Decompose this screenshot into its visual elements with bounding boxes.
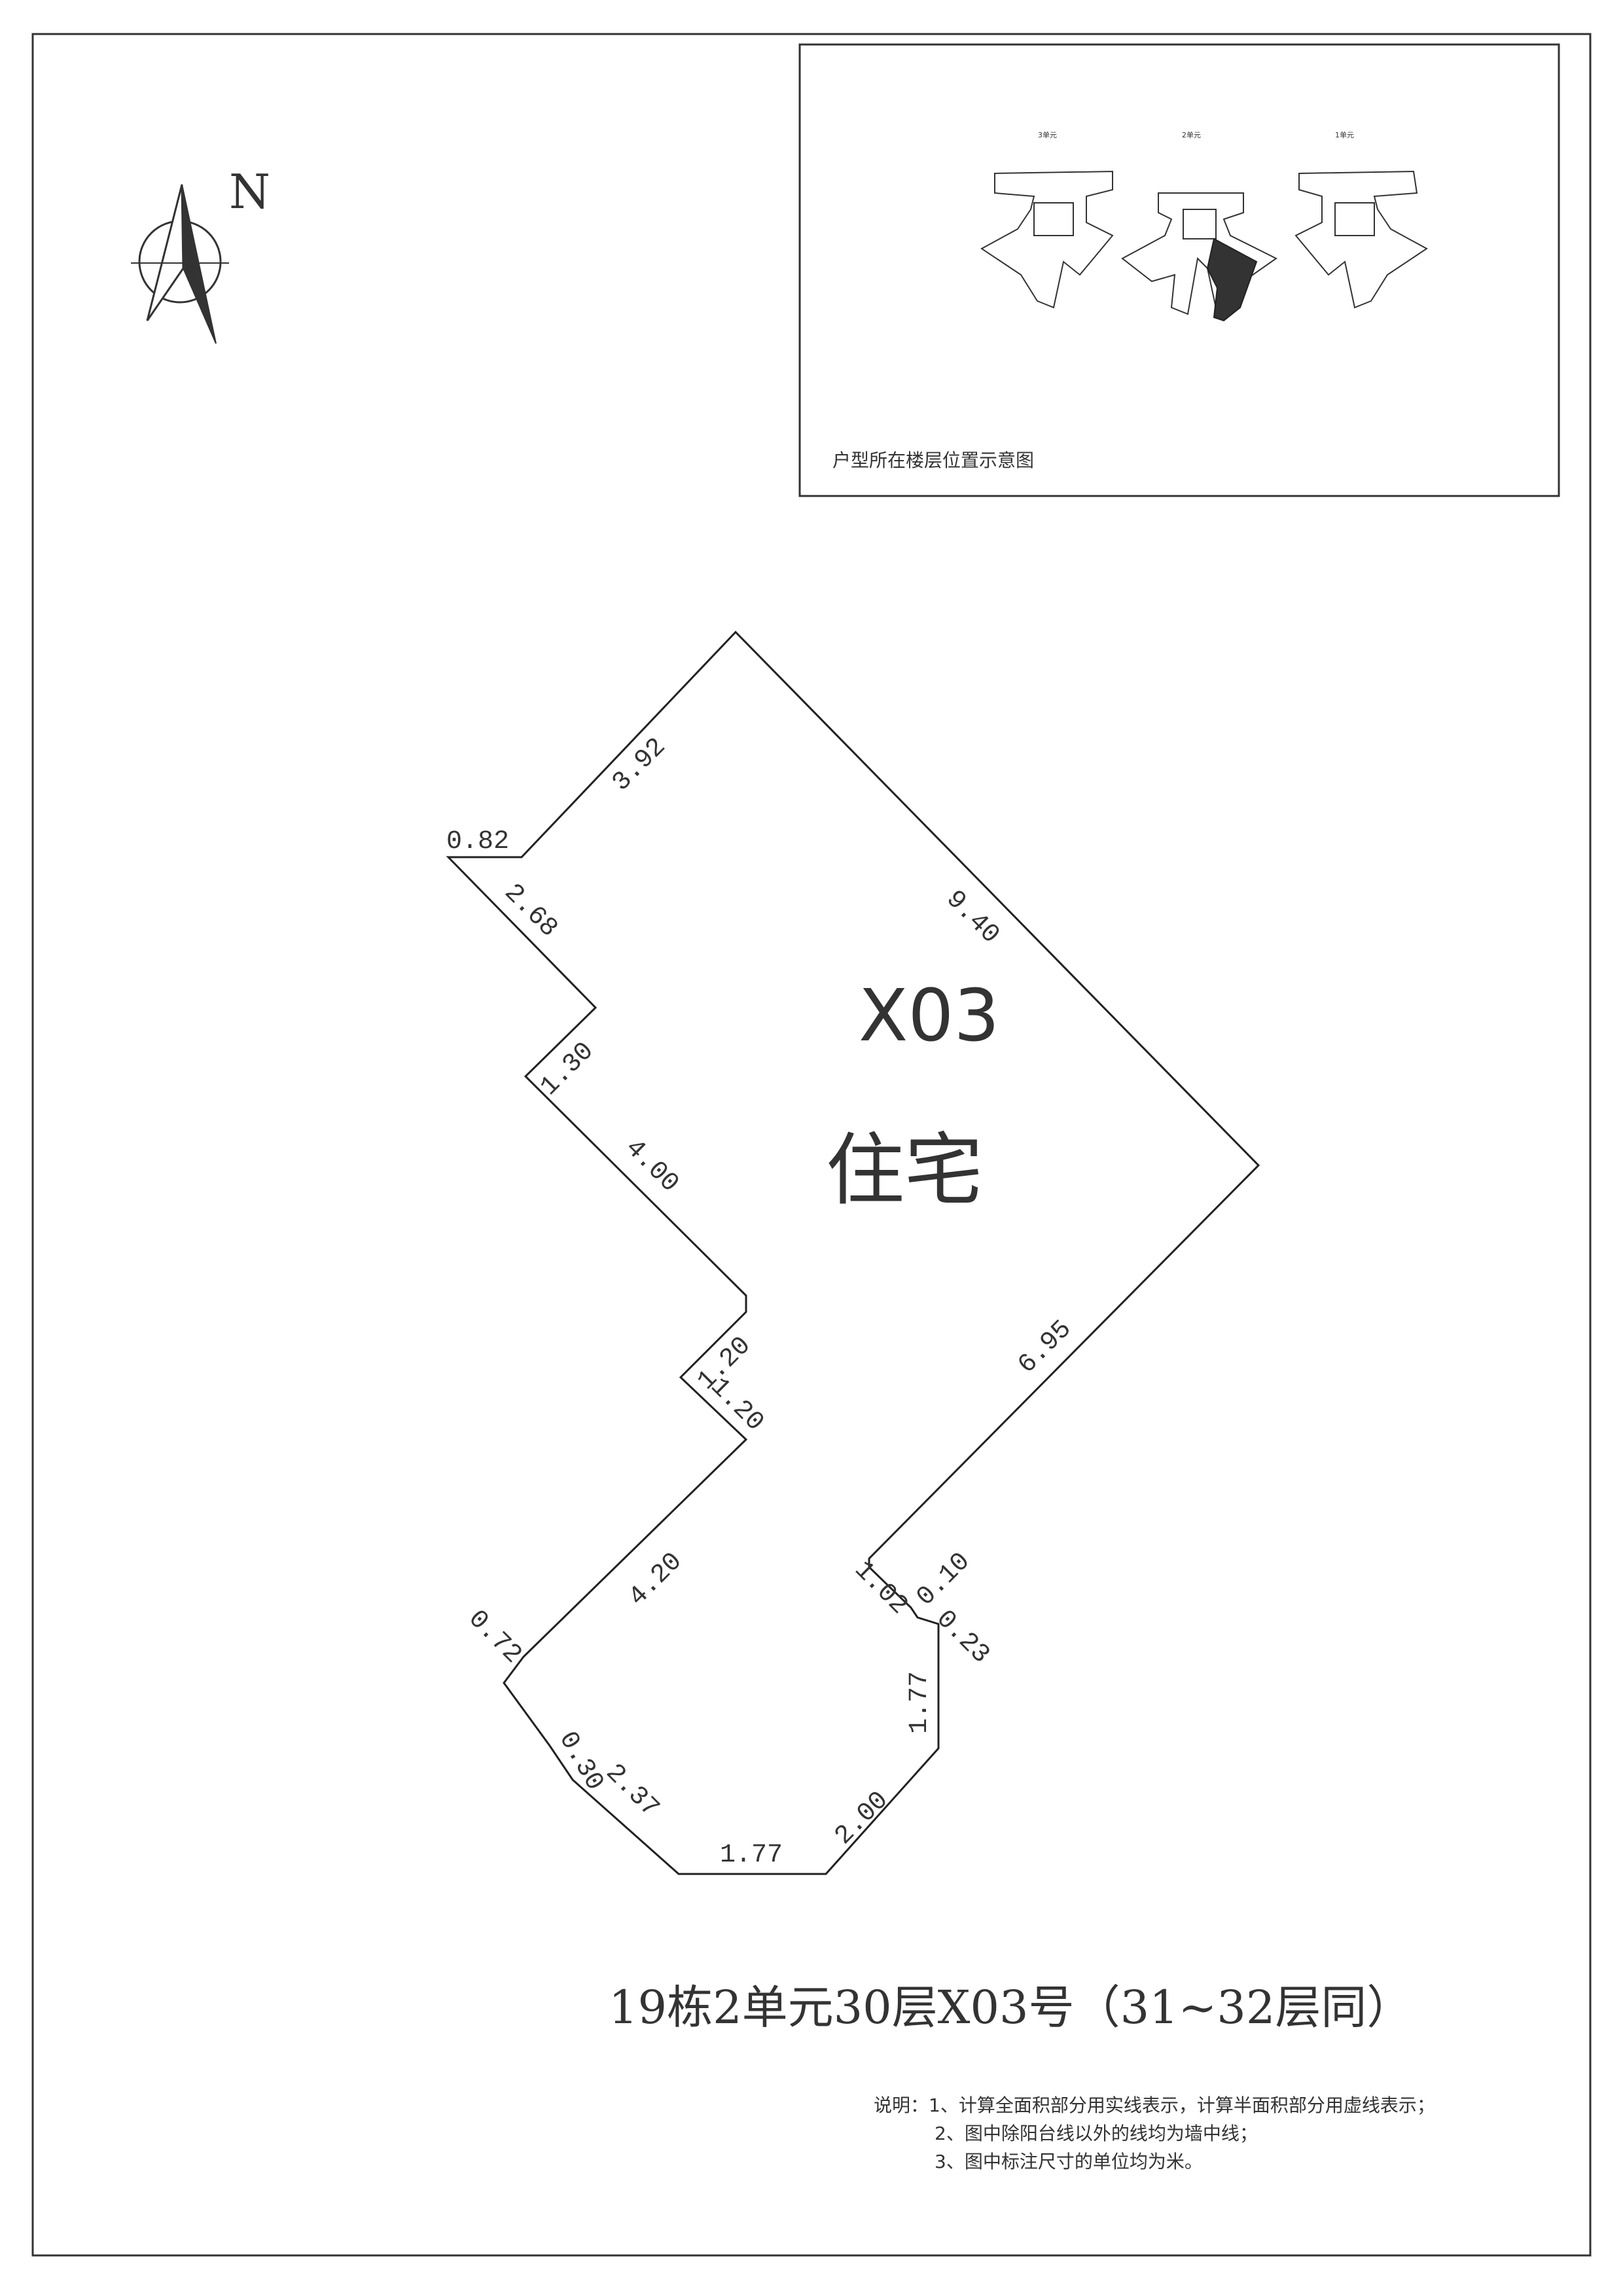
dim-6-95: 6.95 [1012,1315,1078,1380]
key-plan-building-2 [1121,192,1277,315]
unit-code: X03 [859,974,999,1057]
key-plan-border [798,43,1560,497]
note-2: 2、图中除阳台线以外的线均为墙中线； [935,2123,1258,2144]
dim-2-37: 2.37 [599,1758,665,1824]
key-plan-caption: 户型所在楼层位置示意图 [832,450,1034,471]
dim-1-02: 1.02 [848,1555,914,1621]
sheet-title: 19栋2单元30层X03号（31~32层同） [609,1981,1412,2034]
key-plan-core-1 [1334,202,1375,236]
dim-0-23: 0.23 [930,1604,995,1670]
dim-1-77-bottom: 1.77 [720,1841,783,1870]
dim-4-00: 4.00 [619,1133,685,1199]
north-arrow-icon [131,184,229,344]
dim-0-82: 0.82 [446,827,509,857]
key-plan-core-3 [1033,202,1074,236]
note-3: 3、图中标注尺寸的单位均为米。 [935,2151,1203,2172]
unit-use: 住宅 [826,1125,983,1216]
dim-0-10: 0.10 [911,1547,976,1612]
dim-1-30: 1.30 [535,1036,600,1102]
key-plan-highlight [1206,238,1258,322]
unit-outline [446,630,1260,1875]
dim-9-40: 9.40 [940,885,1005,950]
dim-2-68: 2.68 [498,878,563,944]
dim-4-20: 4.20 [623,1547,688,1612]
dim-2-00: 2.00 [829,1786,895,1851]
note-1: 说明：1、计算全面积部分用实线表示，计算半面积部分用虚线表示； [874,2094,1435,2116]
key-plan-unit-3: 3单元 [1038,131,1057,139]
key-plan-building-1 [1294,170,1428,309]
key-plan: 3单元 2单元 1单元 户型所在楼层位置示意图 [798,43,1560,497]
dimension-labels: 3.92 0.82 9.40 2.68 1.30 4.00 1.20 1.20 … [446,732,1078,1870]
sheet-border [31,33,1592,2257]
key-plan-unit-2: 2单元 [1182,131,1201,139]
key-plan-unit-1: 1单元 [1335,131,1354,139]
dim-1-77-vertical: 1.77 [905,1671,935,1734]
north-label: N [229,164,270,219]
dim-0-72: 0.72 [462,1604,527,1670]
key-plan-core-2 [1183,209,1217,239]
dim-3-92: 3.92 [607,732,672,798]
key-plan-building-3 [980,170,1114,309]
